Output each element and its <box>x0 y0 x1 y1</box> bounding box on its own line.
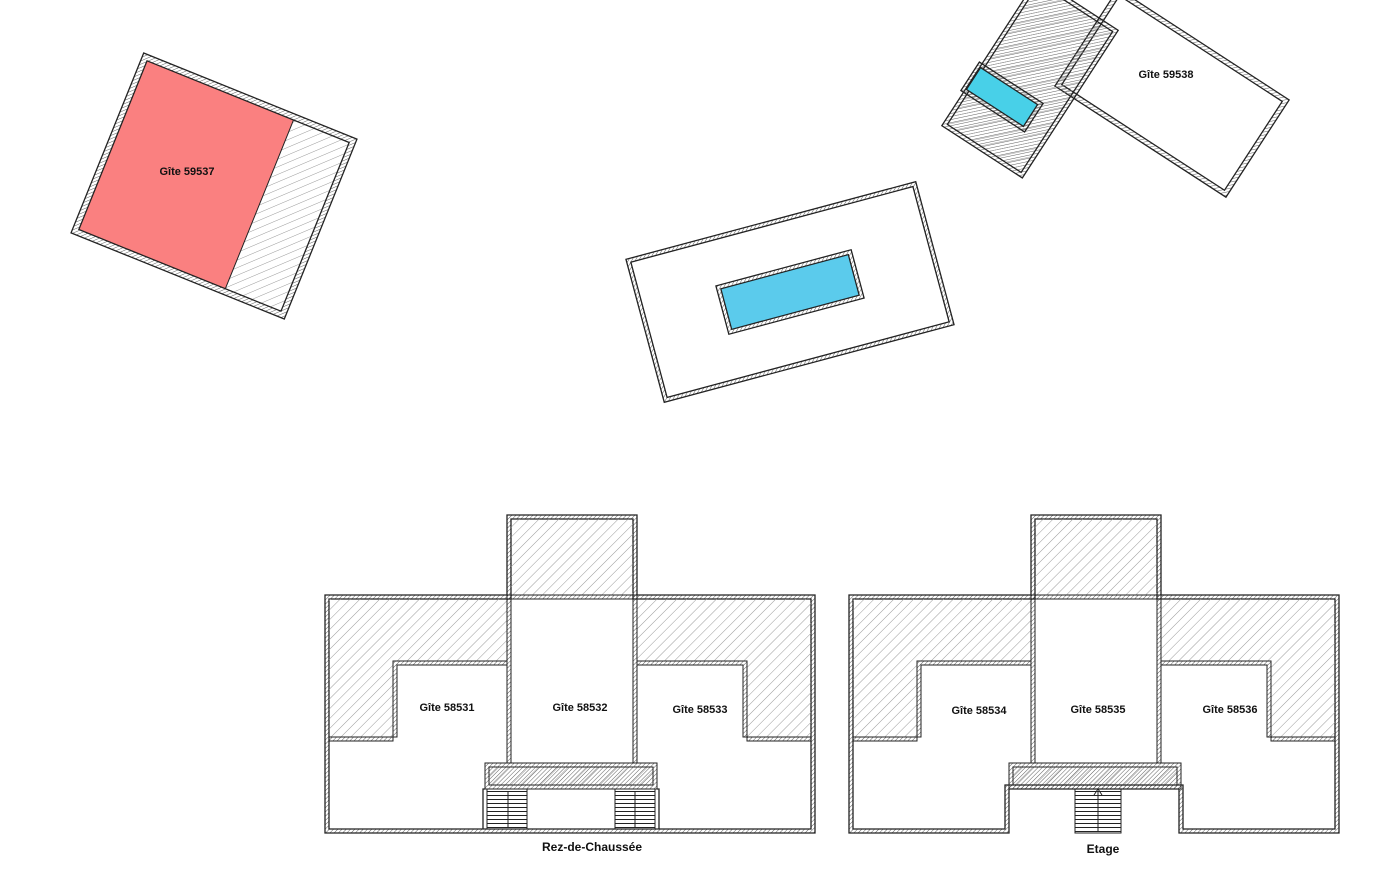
gite-58533-label: Gîte 58533 <box>672 704 727 716</box>
gite-59538[interactable] <box>1053 0 1291 199</box>
main-pool[interactable] <box>715 248 865 336</box>
gite-58534-label: Gîte 58534 <box>951 705 1007 717</box>
upper-floor-title: Etage <box>1087 842 1120 856</box>
ground-floor-title: Rez-de-Chaussée <box>542 840 642 854</box>
gite-59538-label: Gîte 59538 <box>1138 69 1193 81</box>
gite-58535-label: Gîte 58535 <box>1070 704 1125 716</box>
gite-58536-label: Gîte 58536 <box>1202 704 1257 716</box>
gite-59537-label: Gîte 59537 <box>159 166 214 178</box>
gite-58532-label: Gîte 58532 <box>552 702 607 714</box>
gite-58532[interactable] <box>511 600 633 760</box>
upper-floor-plan <box>848 514 1340 834</box>
ground-floor-plan <box>324 514 816 834</box>
small-pool[interactable] <box>959 61 1045 133</box>
gite-59537[interactable] <box>70 52 358 320</box>
gite-59537-occupied-room <box>78 60 294 289</box>
ground-stairs-left <box>486 788 528 830</box>
pool-deck <box>625 180 955 404</box>
gite-59537-terrace <box>225 119 350 312</box>
gite-58531-label: Gîte 58531 <box>419 702 474 714</box>
gite-58535[interactable] <box>1035 600 1157 760</box>
